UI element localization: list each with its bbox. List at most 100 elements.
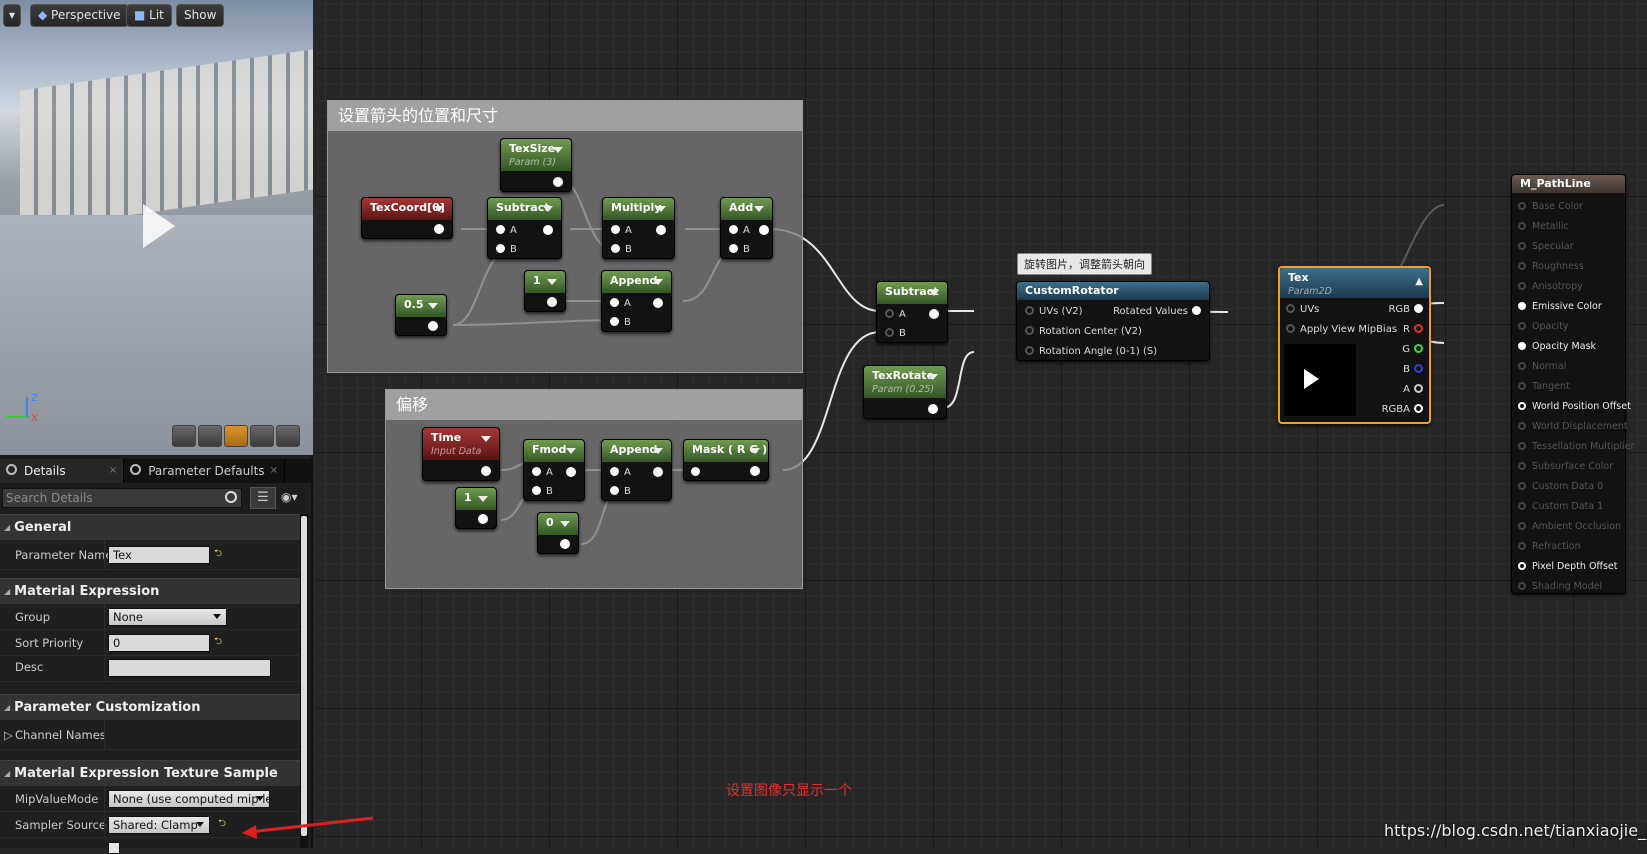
input-pin[interactable] <box>1518 402 1526 410</box>
scrollbar-thumb[interactable] <box>301 516 307 836</box>
node-append-1[interactable]: Append A B <box>601 270 672 332</box>
node-multiply[interactable]: Multiply A B <box>602 197 675 259</box>
output-pin[interactable] <box>750 466 760 476</box>
output-pin[interactable] <box>656 225 666 235</box>
input-pin[interactable] <box>885 328 894 337</box>
output-pin[interactable] <box>653 467 663 477</box>
input-pin[interactable] <box>611 225 620 234</box>
close-icon[interactable]: × <box>108 465 118 476</box>
parameter-name-field[interactable]: Tex <box>108 546 210 564</box>
sampler-source-dropdown[interactable]: Shared: Clamp <box>108 816 210 834</box>
input-pin[interactable] <box>1518 342 1526 350</box>
material-pin[interactable]: Tangent <box>1518 381 1570 393</box>
desc-field[interactable] <box>108 659 271 677</box>
group-dropdown[interactable]: None <box>108 608 227 626</box>
input-pin[interactable] <box>610 298 619 307</box>
reset-to-default-icon[interactable]: ⮌ <box>218 818 227 829</box>
output-pin[interactable] <box>560 539 570 549</box>
input-pin[interactable] <box>532 467 541 476</box>
input-pin[interactable] <box>610 317 619 326</box>
input-pin[interactable] <box>1518 222 1526 230</box>
input-pin[interactable] <box>1518 482 1526 490</box>
input-pin[interactable] <box>1518 242 1526 250</box>
output-pin[interactable] <box>553 177 563 187</box>
details-scrollbar[interactable] <box>300 514 308 848</box>
output-pin[interactable] <box>1414 404 1423 413</box>
node-subtract-2[interactable]: Subtract A B <box>876 281 948 343</box>
category-texture-sample[interactable]: Material Expression Texture Sample <box>0 760 300 786</box>
output-pin[interactable] <box>428 321 438 331</box>
reset-to-default-icon[interactable]: ⮌ <box>214 636 223 647</box>
output-pin[interactable] <box>653 298 663 308</box>
input-pin[interactable] <box>1518 462 1526 470</box>
material-pin[interactable]: Normal <box>1518 361 1566 373</box>
input-pin[interactable] <box>610 467 619 476</box>
node-subtract-1[interactable]: Subtract A B <box>487 197 562 259</box>
material-pin[interactable]: Specular <box>1518 241 1574 253</box>
reset-to-default-icon[interactable]: ⮌ <box>214 548 223 559</box>
input-pin[interactable] <box>1518 362 1526 370</box>
input-pin[interactable] <box>1025 346 1034 355</box>
output-pin[interactable] <box>1414 304 1423 313</box>
input-pin[interactable] <box>1518 562 1526 570</box>
eye-icon[interactable]: ◉▾ <box>281 490 298 504</box>
sort-priority-field[interactable]: 0 <box>108 634 210 652</box>
plane-preview-icon[interactable] <box>224 425 248 447</box>
material-pin[interactable]: Metallic <box>1518 221 1569 233</box>
input-pin[interactable] <box>1518 502 1526 510</box>
tab-parameter-defaults[interactable]: Parameter Defaults × <box>124 459 285 483</box>
viewport-menu-button[interactable]: ▾ <box>3 4 22 27</box>
output-pin[interactable] <box>1414 364 1423 373</box>
material-pin[interactable]: Pixel Depth Offset <box>1518 561 1618 573</box>
node-constant-0[interactable]: 0 <box>537 512 579 554</box>
material-pin[interactable]: Custom Data 0 <box>1518 481 1603 493</box>
input-pin[interactable] <box>1518 442 1526 450</box>
input-pin[interactable] <box>1025 306 1034 315</box>
output-pin[interactable] <box>928 404 938 414</box>
input-pin[interactable] <box>691 467 700 476</box>
node-constant-0-5[interactable]: 0.5 <box>395 294 447 336</box>
material-pin[interactable]: Opacity Mask <box>1518 341 1596 353</box>
mesh-preview-icon[interactable] <box>276 425 300 447</box>
material-pin[interactable]: World Displacement <box>1518 421 1628 433</box>
material-pin[interactable]: Tessellation Multiplier <box>1518 441 1634 453</box>
output-pin[interactable] <box>547 297 557 307</box>
list-view-icon[interactable]: ☰ <box>250 487 276 509</box>
input-pin[interactable] <box>610 486 619 495</box>
input-pin[interactable] <box>1286 324 1295 333</box>
input-pin[interactable] <box>729 225 738 234</box>
material-pin[interactable]: Shading Model <box>1518 581 1602 593</box>
output-pin[interactable] <box>566 467 576 477</box>
input-pin[interactable] <box>496 225 505 234</box>
input-pin[interactable] <box>496 244 505 253</box>
cube-preview-icon[interactable] <box>250 425 274 447</box>
category-material-expression[interactable]: Material Expression <box>0 578 300 604</box>
input-pin[interactable] <box>1518 202 1526 210</box>
checkbox[interactable] <box>108 842 120 854</box>
node-constant-1b[interactable]: 1 <box>455 487 497 529</box>
row-channel-names[interactable]: ▷ Channel Names <box>0 720 300 750</box>
mip-value-mode-dropdown[interactable]: None (use computed mip lev <box>108 790 270 808</box>
output-pin[interactable] <box>759 225 769 235</box>
input-pin[interactable] <box>1518 542 1526 550</box>
output-pin[interactable] <box>478 514 488 524</box>
close-icon[interactable]: × <box>269 465 278 476</box>
cylinder-preview-icon[interactable] <box>172 425 196 447</box>
material-pin[interactable]: Subsurface Color <box>1518 461 1613 473</box>
input-pin[interactable] <box>1518 322 1526 330</box>
material-pin[interactable]: Anisotropy <box>1518 281 1583 293</box>
material-pin[interactable]: Opacity <box>1518 321 1569 333</box>
sphere-preview-icon[interactable] <box>198 425 222 447</box>
input-pin[interactable] <box>1518 522 1526 530</box>
tab-details[interactable]: Details × <box>0 459 125 483</box>
input-pin[interactable] <box>1518 382 1526 390</box>
search-input[interactable]: Search Details <box>2 488 242 508</box>
material-pin[interactable]: Ambient Occlusion <box>1518 521 1621 533</box>
material-pin[interactable]: Roughness <box>1518 261 1584 273</box>
collapse-icon[interactable]: ▲ <box>1415 276 1423 287</box>
output-pin[interactable] <box>481 466 491 476</box>
material-pin[interactable]: World Position Offset <box>1518 401 1631 413</box>
